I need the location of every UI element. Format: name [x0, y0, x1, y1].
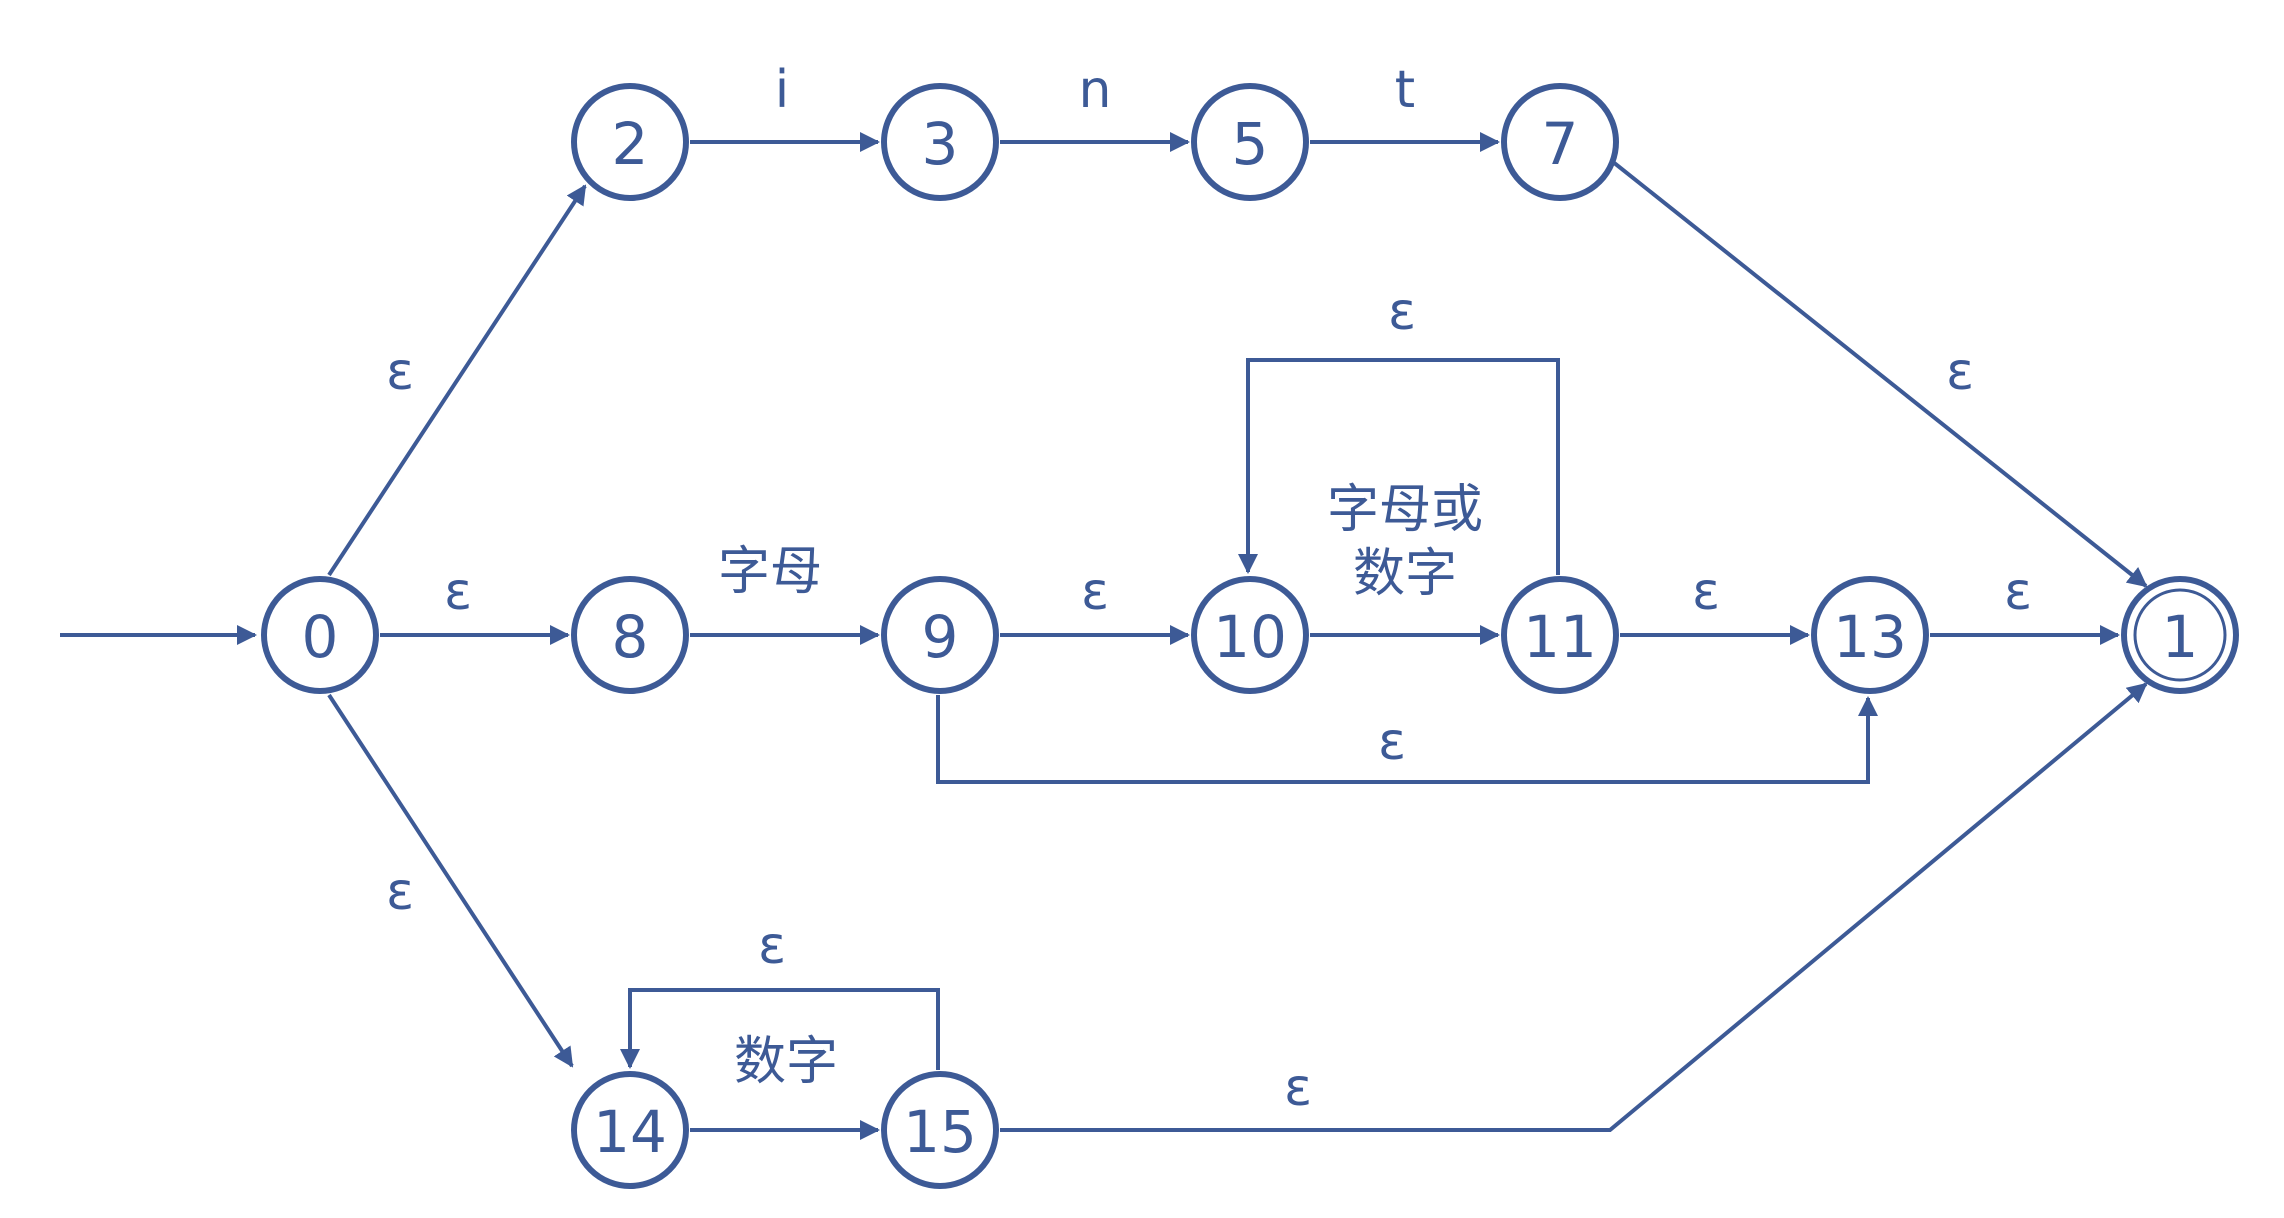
- edge-15-1: [1000, 682, 2148, 1132]
- state-1-label: 1: [2162, 603, 2199, 671]
- state-8: 8: [571, 576, 689, 694]
- label-edge-10-11-line2: 数字: [1353, 544, 1457, 604]
- state-14: 14: [571, 1071, 689, 1189]
- state-8-circle: [571, 576, 689, 694]
- state-7: 7: [1501, 83, 1619, 201]
- state-5-label: 5: [1232, 110, 1269, 178]
- state-14-label: 14: [593, 1098, 667, 1166]
- label-edge-3-5: n: [1079, 60, 1112, 120]
- state-11-label: 11: [1523, 603, 1597, 671]
- state-5-circle: [1191, 83, 1309, 201]
- label-edge-10-11-line1: 字母或: [1327, 480, 1483, 540]
- state-3-circle: [881, 83, 999, 201]
- state-3-label: 3: [922, 110, 959, 178]
- label-edge-9-10: ε: [1081, 562, 1109, 622]
- state-2-label: 2: [612, 110, 649, 178]
- label-edge-11-13: ε: [1692, 562, 1720, 622]
- edge-0-2: [327, 184, 587, 577]
- state-13-label: 13: [1833, 603, 1907, 671]
- state-1-circle: [2121, 576, 2239, 694]
- edge-15-14-loop: [620, 988, 940, 1070]
- label-edge-8-9: 字母: [718, 542, 822, 602]
- state-13-circle: [1811, 576, 1929, 694]
- label-edge-2-3: i: [775, 60, 789, 120]
- state-8-label: 8: [612, 603, 649, 671]
- edge-7-1: [1606, 156, 2148, 588]
- state-0-label: 0: [302, 603, 339, 671]
- state-0-circle: [261, 576, 379, 694]
- state-14-circle: [571, 1071, 689, 1189]
- state-3: 3: [881, 83, 999, 201]
- state-9: 9: [881, 576, 999, 694]
- label-edge-15-1: ε: [1284, 1058, 1312, 1118]
- edge-9-13-bypass: [936, 695, 1878, 784]
- label-edge-9-13-bypass: ε: [1378, 712, 1406, 772]
- state-0: 0: [261, 576, 379, 694]
- state-15-label: 15: [903, 1098, 977, 1166]
- state-7-circle: [1501, 83, 1619, 201]
- state-1-inner-circle: [2133, 588, 2227, 682]
- state-10-label: 10: [1213, 603, 1287, 671]
- state-9-circle: [881, 576, 999, 694]
- label-edge-7-1: ε: [1946, 342, 1974, 402]
- label-edge-0-14: ε: [386, 862, 414, 922]
- label-edge-0-2: ε: [386, 342, 414, 402]
- label-edge-14-15: 数字: [734, 1032, 838, 1092]
- label-edge-11-10-loop: ε: [1388, 282, 1416, 342]
- state-11-circle: [1501, 576, 1619, 694]
- state-11: 11: [1501, 576, 1619, 694]
- state-9-label: 9: [922, 603, 959, 671]
- state-10: 10: [1191, 576, 1309, 694]
- edge-11-10-loop: [1238, 358, 1560, 575]
- state-13: 13: [1811, 576, 1929, 694]
- label-edge-15-14-loop: ε: [758, 916, 786, 976]
- state-2-circle: [571, 83, 689, 201]
- state-5: 5: [1191, 83, 1309, 201]
- state-2: 2: [571, 83, 689, 201]
- label-edge-13-1: ε: [2004, 562, 2032, 622]
- state-7-label: 7: [1542, 110, 1579, 178]
- label-edge-0-8: ε: [444, 562, 472, 622]
- label-edge-5-7: t: [1395, 60, 1415, 120]
- state-15: 15: [881, 1071, 999, 1189]
- edge-0-14: [327, 693, 574, 1068]
- state-10-circle: [1191, 576, 1309, 694]
- state-1-accepting: 1: [2121, 576, 2239, 694]
- state-15-circle: [881, 1071, 999, 1189]
